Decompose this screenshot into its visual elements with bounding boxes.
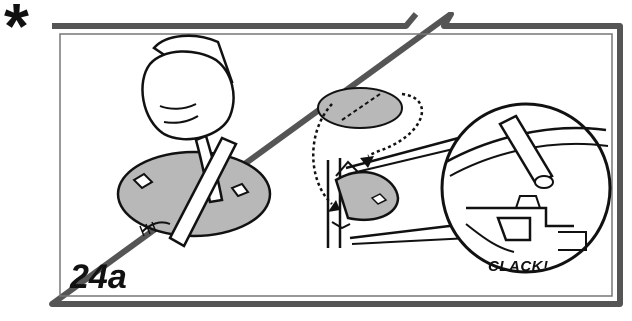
magnifier-icon (442, 104, 610, 272)
hand-disc-illustration (118, 36, 270, 246)
step-number-label: 24a (70, 260, 127, 294)
asterisk-marker: * (4, 0, 29, 58)
disc-icon (318, 88, 402, 128)
clack-sound-label: CLACK! (488, 258, 549, 275)
